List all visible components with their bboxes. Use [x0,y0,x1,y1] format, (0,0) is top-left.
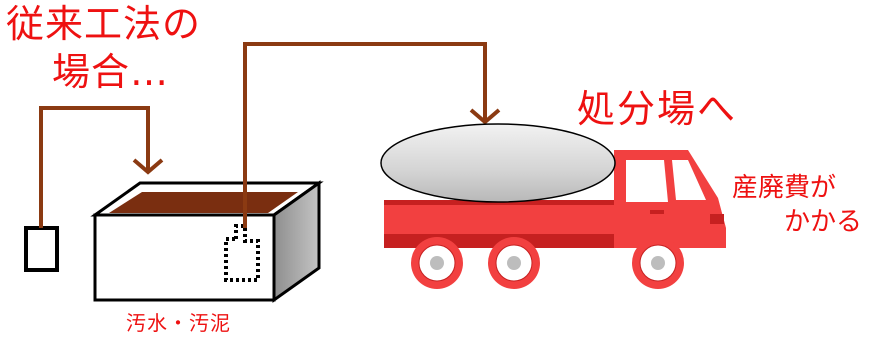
inlet-pipe [39,106,164,228]
cost-label-line-1: 産廃費が [732,173,837,203]
title-line-2: 場合… [52,50,170,94]
title-line-1: 従来工法の [6,2,202,46]
tank-icon [90,180,324,303]
sludge-surface [109,192,298,213]
truck-wheel [632,237,684,289]
suction-hose [243,42,501,228]
truck-bed [384,204,652,234]
tank-caption: 汚水・汚泥 [126,311,231,335]
truck-icon [380,123,726,289]
truck-wheel [488,237,540,289]
truck-bed-stripe [384,200,652,205]
tank-outlet-dotted [224,224,260,282]
tank-front-face [93,213,276,302]
destination-label: 処分場へ [577,87,738,131]
truck-cargo-tank [380,123,616,203]
truck-wheel [411,237,463,289]
truck-headlight [710,214,724,224]
truck-door-handle [650,210,664,214]
truck-window-small [672,160,706,200]
cost-label-line-2: かかる [784,207,863,237]
pump-icon [24,226,59,272]
truck-window [626,160,668,202]
